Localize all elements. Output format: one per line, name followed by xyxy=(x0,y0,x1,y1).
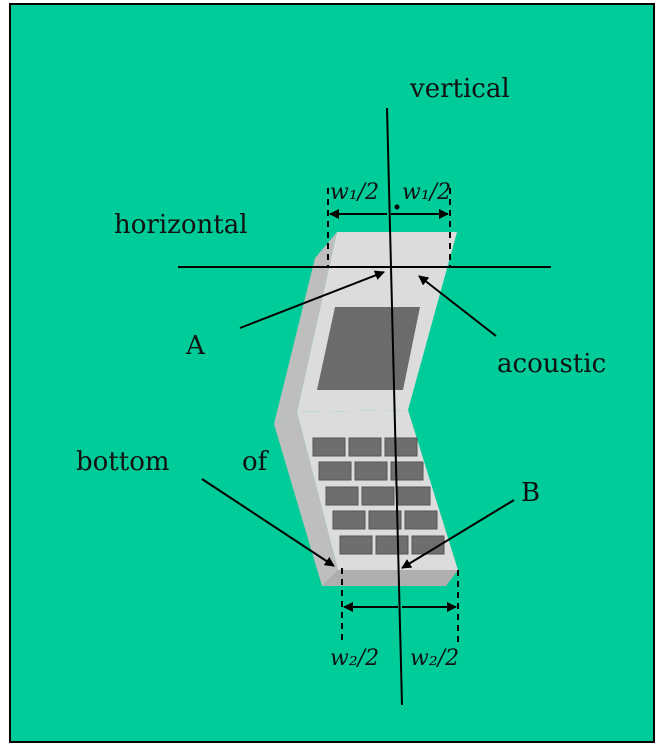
key xyxy=(339,535,373,555)
top-width-dimension xyxy=(327,188,451,268)
label-b: B xyxy=(521,478,540,508)
dim-top-right: w₁/2 xyxy=(402,180,451,205)
key xyxy=(384,437,418,457)
arrow-a xyxy=(239,270,385,329)
dim-bottom-left: w₂/2 xyxy=(330,646,379,671)
dim-bottom-right: w₂/2 xyxy=(410,646,459,671)
key xyxy=(397,486,431,506)
label-bottom: bottom xyxy=(76,447,170,477)
key xyxy=(348,437,382,457)
phone-bottom-side xyxy=(274,412,338,586)
key xyxy=(354,461,388,481)
key xyxy=(318,461,352,481)
label-vertical: vertical xyxy=(409,74,510,104)
phone-bottom-half xyxy=(274,410,458,586)
dim-top-left: w₁/2 xyxy=(330,180,379,205)
key xyxy=(375,535,409,555)
arrow-bottom xyxy=(201,478,335,567)
key xyxy=(404,510,438,530)
label-of: of xyxy=(242,447,270,477)
phone-screen xyxy=(317,307,420,390)
pointer-arrows xyxy=(201,270,515,569)
key xyxy=(368,510,402,530)
key xyxy=(312,437,346,457)
key xyxy=(332,510,366,530)
key xyxy=(390,461,424,481)
keypad xyxy=(312,437,445,555)
label-a: A xyxy=(185,331,206,361)
label-acoustic: acoustic xyxy=(497,349,606,379)
arrow-acoustic xyxy=(418,275,497,337)
key xyxy=(325,486,359,506)
bottom-width-dimension xyxy=(341,568,459,644)
vertical-axis xyxy=(386,107,403,706)
phone-top-side xyxy=(274,232,337,424)
key xyxy=(361,486,395,506)
center-dot xyxy=(394,204,400,210)
arrow-b xyxy=(401,499,515,569)
key xyxy=(411,535,445,555)
phone-bottom-edge xyxy=(322,570,458,586)
label-horizontal: horizontal xyxy=(114,210,248,240)
